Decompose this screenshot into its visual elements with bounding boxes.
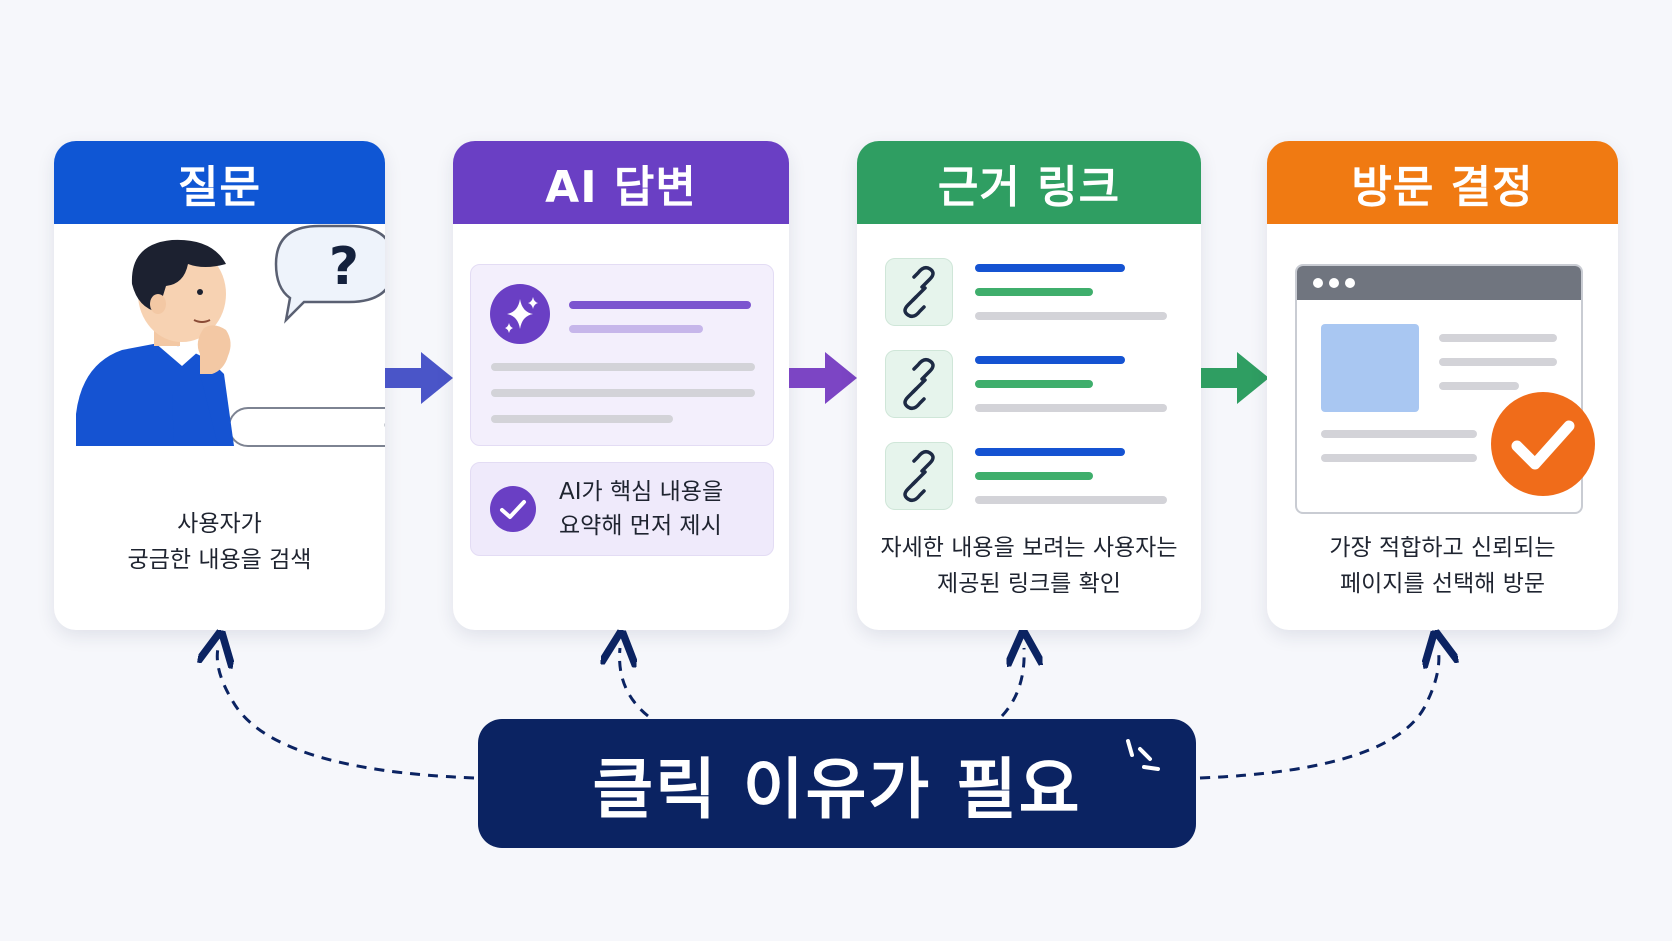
step-body-source-links: 자세한 내용을 보려는 사용자는 제공된 링크를 확인: [857, 224, 1201, 630]
image-placeholder: [1321, 324, 1419, 412]
link-title-bar: [975, 448, 1125, 456]
answer-line-2: [569, 325, 703, 333]
step-card-source-links: 근거 링크 자세한 내용을 보려: [857, 141, 1201, 630]
ai-summary-text: AI가 핵심 내용을 요약해 먼저 제시: [559, 479, 724, 539]
link-title-bar: [975, 356, 1125, 364]
link-icon: [885, 442, 953, 510]
step-card-ai-answer: AI 답변 AI가 핵심 내용을 요약해 먼저 제시: [453, 141, 789, 630]
step-body-question: ? 사용자가 궁금한 내용을 검: [54, 224, 385, 630]
step-caption-source-links: 자세한 내용을 보려는 사용자는 제공된 링크를 확인: [880, 535, 1178, 597]
question-bubble-icon: ?: [274, 224, 385, 324]
step-title-source-links: 근거 링크: [857, 141, 1201, 224]
browser-titlebar: [1297, 266, 1581, 300]
step-caption-question: 사용자가 궁금한 내용을 검색: [127, 511, 312, 573]
orange-check-icon: [1491, 392, 1595, 496]
step-title-ai-answer: AI 답변: [453, 141, 789, 224]
link-subtitle-bar: [975, 472, 1093, 480]
answer-line-1: [569, 301, 751, 309]
emphasis-icon: [1126, 739, 1160, 771]
step-title-visit-decision: 방문 결정: [1267, 141, 1618, 224]
content-line: [1321, 430, 1477, 438]
content-line: [1439, 334, 1557, 342]
flow-arrow-2: [789, 352, 857, 404]
step-title-question: 질문: [54, 141, 385, 224]
step-card-visit-decision: 방문 결정 가장 적합하고 신뢰되는 페이지를 선택해 방문: [1267, 141, 1618, 630]
link-desc-bar: [975, 312, 1167, 320]
step-body-ai-answer: AI가 핵심 내용을 요약해 먼저 제시: [453, 224, 789, 630]
link-desc-bar: [975, 404, 1167, 412]
answer-line-3: [491, 363, 755, 371]
flow-arrow-1: [385, 352, 453, 404]
browser-window-icon: [1295, 264, 1583, 514]
sparkle-icon: [490, 284, 550, 344]
content-line: [1321, 454, 1477, 462]
ai-answer-panel: [470, 264, 774, 446]
step-card-question: 질문 ?: [54, 141, 385, 630]
answer-line-4: [491, 389, 755, 397]
link-row: [885, 258, 1185, 328]
ai-summary-box: AI가 핵심 내용을 요약해 먼저 제시: [470, 462, 774, 556]
link-icon: [885, 258, 953, 326]
person-thinking-icon: ?: [76, 224, 385, 447]
check-circle-icon: [490, 486, 536, 532]
click-reason-banner: 클릭 이유가 필요: [478, 719, 1196, 848]
link-icon: [885, 350, 953, 418]
question-mark: ?: [329, 237, 359, 297]
link-row: [885, 442, 1185, 512]
flow-arrow-3: [1201, 352, 1269, 404]
link-subtitle-bar: [975, 288, 1093, 296]
content-line: [1439, 382, 1519, 390]
link-row: [885, 350, 1185, 420]
answer-line-5: [491, 415, 673, 423]
link-subtitle-bar: [975, 380, 1093, 388]
link-title-bar: [975, 264, 1125, 272]
content-line: [1439, 358, 1557, 366]
step-caption-visit-decision: 가장 적합하고 신뢰되는 페이지를 선택해 방문: [1329, 535, 1556, 597]
step-body-visit-decision: 가장 적합하고 신뢰되는 페이지를 선택해 방문: [1267, 224, 1618, 630]
link-desc-bar: [975, 496, 1167, 504]
click-reason-label: 클릭 이유가 필요: [592, 750, 1082, 828]
